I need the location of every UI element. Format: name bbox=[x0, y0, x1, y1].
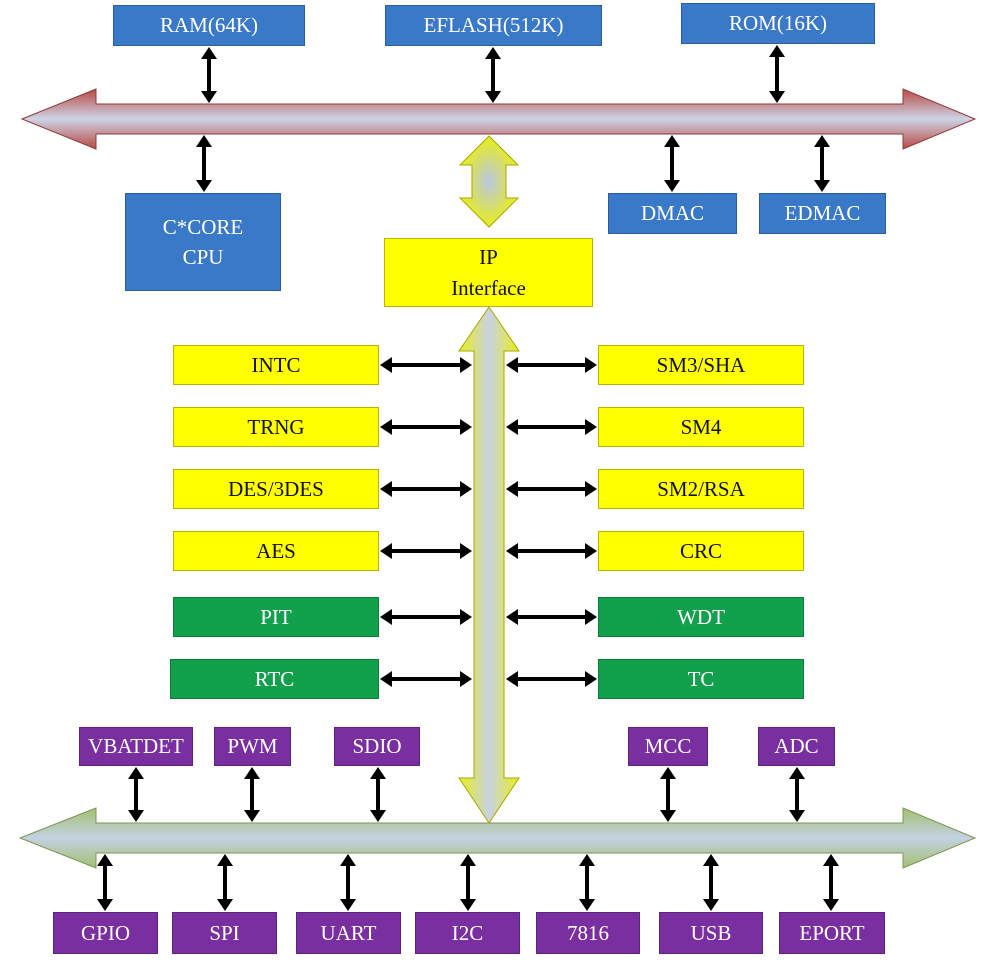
sm4-block: SM4 bbox=[598, 407, 804, 447]
gpio-block: GPIO bbox=[53, 912, 158, 954]
des-3des-block: DES/3DES bbox=[173, 469, 379, 509]
rom-bus-arrow bbox=[769, 45, 785, 103]
lower-peripheral-arrow-3 bbox=[340, 854, 356, 911]
tc-block: TC bbox=[598, 659, 804, 699]
lower-peripheral-arrow-5 bbox=[579, 854, 595, 911]
sm2-rsa-block: SM2/RSA bbox=[598, 469, 804, 509]
left-module-arrow-1 bbox=[380, 357, 472, 373]
ip-interface-connector-arrow bbox=[458, 135, 520, 228]
peripheral-bus-arrow bbox=[18, 807, 977, 869]
eport-block: EPORT bbox=[779, 912, 885, 954]
left-module-arrow-2 bbox=[380, 419, 472, 435]
usb-block: USB bbox=[659, 912, 763, 954]
upper-peripheral-arrow-5 bbox=[789, 767, 805, 822]
upper-peripheral-arrow-4 bbox=[660, 767, 676, 822]
upper-peripheral-arrow-3 bbox=[370, 767, 386, 822]
upper-peripheral-arrow-1 bbox=[128, 767, 144, 822]
spi-block: SPI bbox=[172, 912, 277, 954]
adc-block: ADC bbox=[758, 727, 835, 766]
iso7816-block: 7816 bbox=[536, 912, 640, 954]
edmac-bus-arrow bbox=[814, 135, 830, 192]
left-module-arrow-6 bbox=[380, 671, 472, 687]
lower-peripheral-arrow-6 bbox=[703, 854, 719, 911]
connector-arrows bbox=[97, 45, 839, 911]
lower-peripheral-arrow-4 bbox=[460, 854, 476, 911]
crc-block: CRC bbox=[598, 531, 804, 571]
cpu-bus-arrow bbox=[196, 135, 212, 192]
right-module-arrow-5 bbox=[506, 609, 597, 625]
intc-block: INTC bbox=[173, 345, 379, 385]
ram-block: RAM(64K) bbox=[113, 5, 305, 46]
wdt-block: WDT bbox=[598, 597, 804, 637]
eflash-block: EFLASH(512K) bbox=[385, 5, 602, 46]
right-module-arrow-4 bbox=[506, 543, 597, 559]
lower-peripheral-arrow-1 bbox=[97, 854, 113, 911]
left-module-arrow-5 bbox=[380, 609, 472, 625]
uart-block: UART bbox=[296, 912, 401, 954]
sdio-block: SDIO bbox=[334, 727, 420, 766]
cpu-block: C*CORE CPU bbox=[125, 193, 281, 291]
left-module-arrow-3 bbox=[380, 481, 472, 497]
left-module-arrow-4 bbox=[380, 543, 472, 559]
ip-interface-block: IP Interface bbox=[384, 238, 593, 307]
pwm-block: PWM bbox=[214, 727, 291, 766]
mcc-block: MCC bbox=[628, 727, 708, 766]
eflash-bus-arrow bbox=[485, 47, 501, 103]
ram-bus-arrow bbox=[201, 47, 217, 103]
pit-block: PIT bbox=[173, 597, 379, 637]
upper-peripheral-arrow-2 bbox=[244, 767, 260, 822]
dmac-block: DMAC bbox=[608, 193, 737, 234]
aes-block: AES bbox=[173, 531, 379, 571]
edmac-block: EDMAC bbox=[759, 193, 886, 234]
right-module-arrow-6 bbox=[506, 671, 597, 687]
lower-peripheral-arrow-7 bbox=[823, 854, 839, 911]
rom-block: ROM(16K) bbox=[681, 3, 875, 44]
ip-bus-arrow bbox=[458, 306, 520, 824]
vbatdet-block: VBATDET bbox=[79, 727, 193, 766]
dmac-bus-arrow bbox=[664, 135, 680, 192]
trng-block: TRNG bbox=[173, 407, 379, 447]
sm3-sha-block: SM3/SHA bbox=[598, 345, 804, 385]
right-module-arrow-2 bbox=[506, 419, 597, 435]
right-module-arrow-3 bbox=[506, 481, 597, 497]
right-module-arrow-1 bbox=[506, 357, 597, 373]
i2c-block: I2C bbox=[415, 912, 520, 954]
lower-peripheral-arrow-2 bbox=[217, 854, 233, 911]
rtc-block: RTC bbox=[170, 659, 379, 699]
system-bus-arrow bbox=[20, 88, 977, 150]
